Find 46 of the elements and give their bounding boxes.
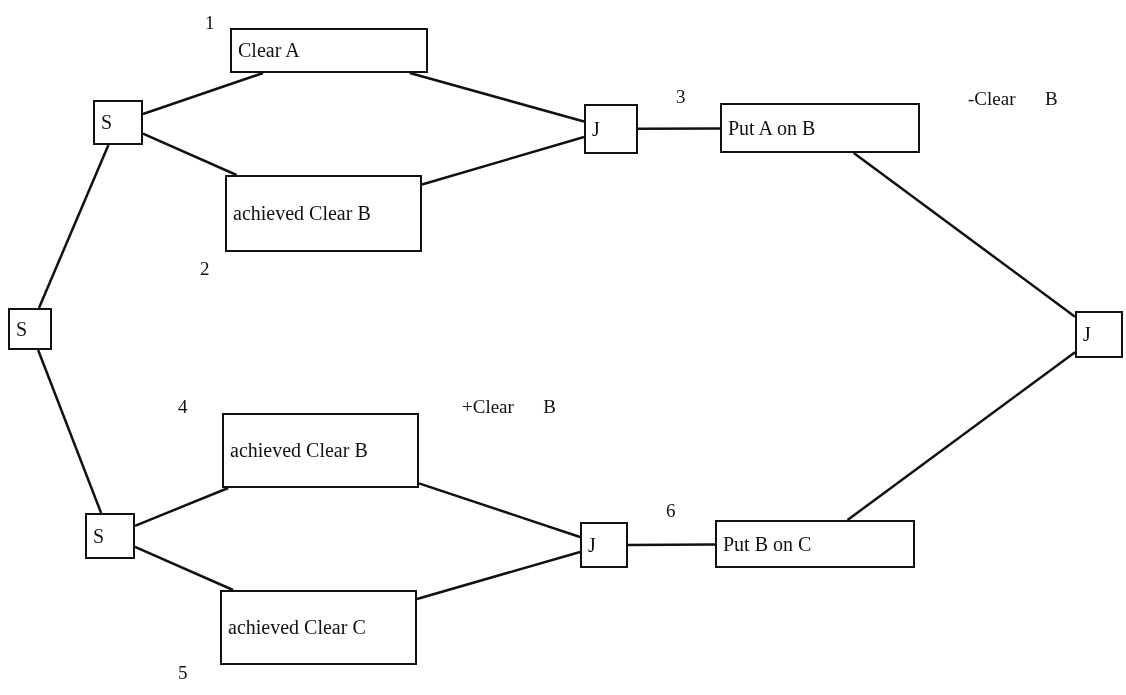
- annotation-label: 3: [676, 86, 686, 108]
- node-box: [1075, 311, 1123, 358]
- node-box: [85, 513, 135, 559]
- connector-line: [142, 71, 264, 116]
- node-box: [220, 590, 417, 665]
- connector-line: [421, 135, 585, 186]
- connector-line: [416, 550, 581, 601]
- annotation-label: 4: [178, 396, 188, 418]
- node-box: [230, 28, 428, 73]
- node-box: [225, 175, 422, 252]
- connector-line: [846, 351, 1076, 521]
- annotation-label: 5: [178, 662, 188, 684]
- connector-line: [409, 71, 585, 123]
- node-label: Put A on B: [728, 116, 817, 140]
- annotation-label: 1: [205, 12, 215, 34]
- node-label: Put B on C: [723, 532, 813, 556]
- node-label: achieved Clear B: [233, 202, 372, 225]
- connector-line: [628, 543, 715, 547]
- node-label: J: [1083, 323, 1092, 346]
- connector-line: [134, 545, 234, 592]
- connector-line: [142, 132, 238, 177]
- node-label: achieved Clear B: [230, 439, 369, 462]
- node-label: achieved Clear C: [228, 616, 367, 639]
- annotation-label: 2: [200, 258, 210, 280]
- node-box: [584, 104, 638, 154]
- annotation-label: -Clear B: [968, 88, 1058, 110]
- connector-line: [853, 152, 1076, 318]
- node-box: [720, 103, 920, 153]
- connector-line: [418, 482, 581, 539]
- node-box: [715, 520, 915, 568]
- node-label: Clear A: [238, 39, 301, 62]
- connector-line: [36, 349, 103, 514]
- node-label: J: [592, 117, 601, 141]
- node-label: S: [16, 317, 29, 341]
- annotation-label: 6: [666, 500, 676, 522]
- node-label: S: [93, 524, 106, 548]
- node-box: [580, 522, 628, 568]
- node-box: [8, 308, 52, 350]
- node-box: [93, 100, 143, 145]
- connector-line: [638, 127, 720, 131]
- connector-line: [37, 144, 110, 309]
- node-box: [222, 413, 419, 488]
- node-label: J: [588, 533, 597, 557]
- annotation-label: +Clear B: [462, 396, 556, 418]
- connector-line: [134, 486, 229, 527]
- node-label: S: [101, 111, 114, 134]
